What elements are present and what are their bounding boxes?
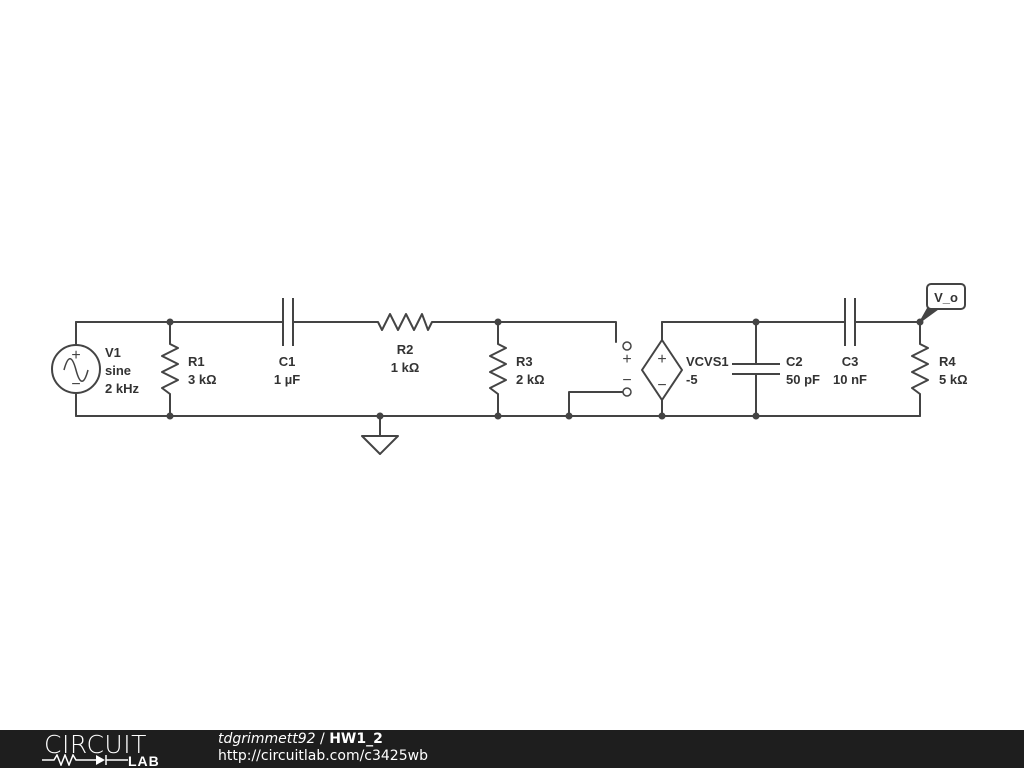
v1-type: sine: [105, 363, 131, 378]
junction-dot: [494, 412, 502, 420]
r3-zigzag: [489, 343, 507, 395]
c1-capacitor[interactable]: C1 1 µF: [274, 298, 300, 387]
v1-sine-source[interactable]: + − V1 sine 2 kHz: [51, 344, 139, 396]
footer-bar: CIRCUIT LAB tdgrimmett92 / HW1_2 http://…: [0, 730, 1024, 769]
r1-zigzag: [161, 343, 179, 395]
r4-value: 5 kΩ: [939, 372, 968, 387]
junction-dot: [166, 318, 174, 326]
output-node-tag[interactable]: V_o: [919, 283, 966, 323]
sense-plus-sign: +: [622, 351, 631, 368]
junction-dot: [376, 412, 384, 420]
junction-dot: [166, 412, 174, 420]
r3-resistor[interactable]: R3 2 kΩ: [489, 343, 545, 395]
author-link[interactable]: tdgrimmett92: [218, 731, 316, 747]
sense-terminal-plus: [622, 341, 632, 351]
wire-sense-minus: [568, 391, 624, 417]
r1-value: 3 kΩ: [188, 372, 217, 387]
r2-name: R2: [397, 342, 414, 357]
vcvs1-minus-sign: −: [657, 377, 666, 394]
circuit-credits: tdgrimmett92 / HW1_2 http://circuitlab.c…: [218, 731, 428, 765]
credits-separator: /: [315, 731, 330, 747]
vcvs1-plus-sign: +: [657, 351, 666, 368]
circuit-url-link[interactable]: http://circuitlab.com/c3425wb: [218, 748, 428, 764]
c3-capacitor[interactable]: C3 10 nF: [833, 298, 867, 387]
junction-dot: [752, 412, 760, 420]
junction-dot: [658, 412, 666, 420]
vcvs1-diamond: [641, 339, 683, 401]
junction-dot: [494, 318, 502, 326]
circuitlab-logo[interactable]: CIRCUIT LAB: [40, 730, 180, 769]
output-tag-label: V_o: [934, 290, 958, 305]
circuit-schematic: + − V1 sine 2 kHz R1 3 kΩ C1 1 µF R2 1 k…: [51, 283, 968, 455]
r4-name: R4: [939, 354, 956, 369]
circuit-title-link[interactable]: HW1_2: [329, 731, 383, 747]
junction-dot: [565, 412, 573, 420]
r2-zigzag: [377, 313, 433, 331]
r1-resistor[interactable]: R1 3 kΩ: [161, 343, 217, 395]
vcvs1-source[interactable]: + − VCVS1 -5: [641, 339, 729, 401]
junction-dot: [916, 318, 924, 326]
ground-triangle: [361, 435, 399, 455]
ground-symbol: [361, 435, 399, 455]
r3-value: 2 kΩ: [516, 372, 545, 387]
logo-resistor-diode-icon: [42, 754, 128, 766]
logo-text-circuit: CIRCUIT: [44, 730, 147, 759]
c3-value: 10 nF: [833, 372, 867, 387]
c1-value: 1 µF: [274, 372, 300, 387]
logo-text-lab: LAB: [128, 753, 160, 769]
v1-body: [51, 344, 101, 394]
r2-resistor[interactable]: R2 1 kΩ: [377, 313, 433, 375]
r4-zigzag: [911, 343, 929, 395]
output-tag-box: [926, 283, 966, 310]
r2-value: 1 kΩ: [391, 360, 420, 375]
c2-name: C2: [786, 354, 803, 369]
c2-value: 50 pF: [786, 372, 820, 387]
r4-resistor[interactable]: R4 5 kΩ: [911, 343, 968, 395]
c1-name: C1: [279, 354, 296, 369]
c2-capacitor[interactable]: C2 50 pF: [732, 354, 820, 387]
r1-name: R1: [188, 354, 205, 369]
sine-wave-icon: [63, 358, 89, 382]
v1-frequency: 2 kHz: [105, 381, 139, 396]
c3-name: C3: [842, 354, 859, 369]
wire-r2-r3-node: [431, 321, 617, 343]
v1-plus-sign: +: [71, 347, 80, 364]
junction-dot: [752, 318, 760, 326]
r3-name: R3: [516, 354, 533, 369]
v1-name: V1: [105, 345, 121, 360]
sense-terminal-minus: [622, 387, 632, 397]
vcvs1-gain: -5: [686, 372, 698, 387]
junction-dots: [166, 318, 924, 420]
vcvs-sense-terminals[interactable]: + −: [622, 341, 632, 397]
sense-minus-sign: −: [622, 372, 631, 389]
v1-minus-sign: −: [71, 376, 80, 393]
vcvs1-name: VCVS1: [686, 354, 729, 369]
